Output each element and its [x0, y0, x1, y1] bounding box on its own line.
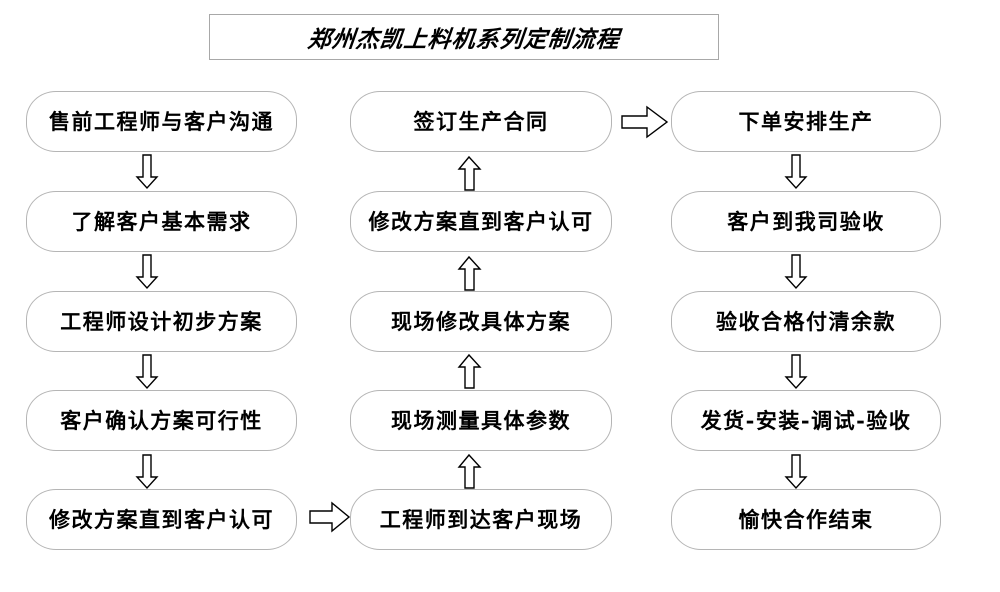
diagram-title-box: 郑州杰凯上料机系列定制流程 [209, 14, 719, 60]
arrow-down-left-2 [135, 254, 159, 290]
node-pay-balance-after-acceptance[interactable]: 验收合格付清余款 [671, 291, 941, 352]
node-label: 愉快合作结束 [738, 507, 874, 532]
arrow-down-left-4 [135, 454, 159, 490]
arrow-down-right-1 [784, 154, 808, 190]
node-place-order-schedule-production[interactable]: 下单安排生产 [671, 91, 941, 152]
arrow-up-middle-1 [457, 453, 482, 489]
node-understand-basic-needs[interactable]: 了解客户基本需求 [26, 191, 297, 252]
node-label: 客户确认方案可行性 [60, 408, 263, 433]
arrow-down-left-1 [135, 154, 159, 190]
arrow-down-right-4 [784, 454, 808, 490]
arrow-up-middle-3 [457, 255, 482, 291]
node-onsite-revise-plan[interactable]: 现场修改具体方案 [350, 291, 612, 352]
node-customer-confirm-feasibility[interactable]: 客户确认方案可行性 [26, 390, 297, 451]
node-label: 签订生产合同 [413, 109, 549, 134]
node-label: 现场测量具体参数 [391, 408, 571, 433]
node-label: 售前工程师与客户沟通 [49, 109, 274, 134]
diagram-title: 郑州杰凯上料机系列定制流程 [306, 26, 622, 53]
arrow-up-middle-4 [457, 155, 482, 191]
arrow-up-middle-2 [457, 353, 482, 389]
arrow-down-left-3 [135, 354, 159, 390]
node-label: 发货-安装-调试-验收 [700, 408, 912, 433]
arrow-right-left-to-middle [309, 501, 351, 533]
node-sign-production-contract[interactable]: 签订生产合同 [350, 91, 612, 152]
node-sales-engineer-communicate[interactable]: 售前工程师与客户沟通 [26, 91, 297, 152]
node-happy-cooperation-end[interactable]: 愉快合作结束 [671, 489, 941, 550]
node-label: 现场修改具体方案 [391, 309, 571, 334]
node-onsite-measure-parameters[interactable]: 现场测量具体参数 [350, 390, 612, 451]
node-engineer-initial-design[interactable]: 工程师设计初步方案 [26, 291, 297, 352]
node-label: 修改方案直到客户认可 [49, 507, 274, 532]
node-label: 修改方案直到客户认可 [368, 209, 594, 234]
node-label: 了解客户基本需求 [71, 209, 252, 234]
arrow-down-right-2 [784, 254, 808, 290]
node-customer-inspect-at-our-company[interactable]: 客户到我司验收 [671, 191, 941, 252]
arrow-right-middle-to-right [621, 105, 669, 139]
node-label: 客户到我司验收 [727, 209, 885, 234]
node-revise-until-approved-left[interactable]: 修改方案直到客户认可 [26, 489, 297, 550]
node-label: 工程师设计初步方案 [60, 309, 263, 334]
node-ship-install-debug-accept[interactable]: 发货-安装-调试-验收 [671, 390, 941, 451]
node-label: 下单安排生产 [738, 109, 874, 134]
node-engineer-arrive-onsite[interactable]: 工程师到达客户现场 [350, 489, 612, 550]
arrow-down-right-3 [784, 354, 808, 390]
node-label: 验收合格付清余款 [716, 309, 896, 334]
node-revise-until-approved-middle[interactable]: 修改方案直到客户认可 [350, 191, 612, 252]
node-label: 工程师到达客户现场 [379, 507, 583, 532]
